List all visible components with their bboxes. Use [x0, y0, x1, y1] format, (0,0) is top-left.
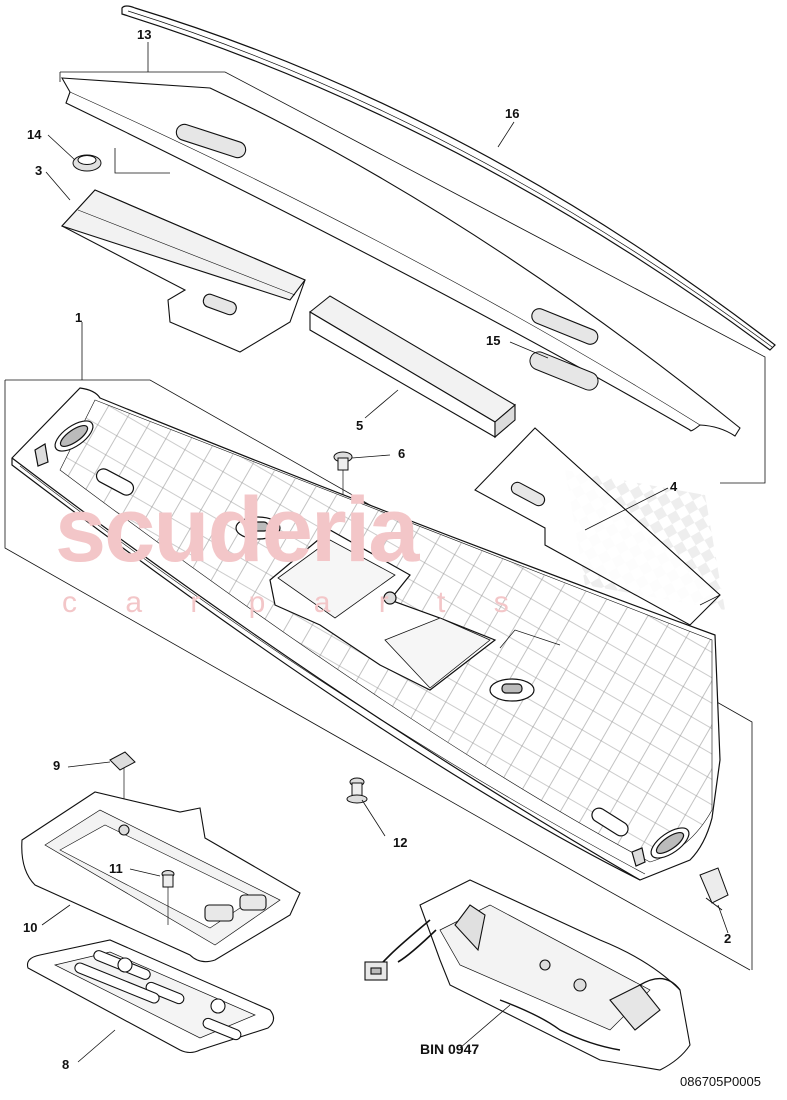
part-5-foam-block [309, 295, 516, 439]
callout-15: 15 [486, 333, 501, 348]
part-12-screw [346, 777, 368, 804]
callout-9: 9 [53, 758, 61, 773]
part-8-gasket [26, 939, 275, 1054]
part-16-seal-strip [121, 5, 776, 351]
callout-14: 14 [27, 127, 42, 142]
part-1-headliner-console [11, 387, 721, 881]
callout-16: 16 [505, 106, 520, 121]
leader-lines [41, 42, 729, 1063]
part-13-headliner-strip [61, 77, 741, 437]
part-14-grommet [72, 154, 102, 172]
part-3-left-trim [61, 189, 306, 353]
assembly-outline-upper [59, 71, 766, 484]
callout-3: 3 [35, 163, 43, 178]
part-10-console-housing [21, 791, 301, 963]
bin-label: BIN 0947 [420, 1041, 480, 1057]
callout-8: 8 [62, 1057, 70, 1072]
part-15-pad [529, 351, 599, 391]
callout-13: 13 [137, 27, 152, 42]
callout-12: 12 [393, 835, 408, 850]
drawing-number: 086705P0005 [680, 1074, 761, 1089]
callout-1: 1 [75, 310, 83, 325]
callout-10: 10 [23, 920, 38, 935]
callout-6: 6 [398, 446, 406, 461]
part-11-screw [161, 870, 175, 925]
callout-2: 2 [724, 931, 732, 946]
part-4-right-trim [474, 427, 721, 626]
lamp-unit-assembly [364, 879, 691, 1071]
callout-4: 4 [670, 479, 678, 494]
callout-11: 11 [109, 861, 123, 876]
part-2-clip [699, 867, 729, 911]
callout-5: 5 [356, 418, 364, 433]
